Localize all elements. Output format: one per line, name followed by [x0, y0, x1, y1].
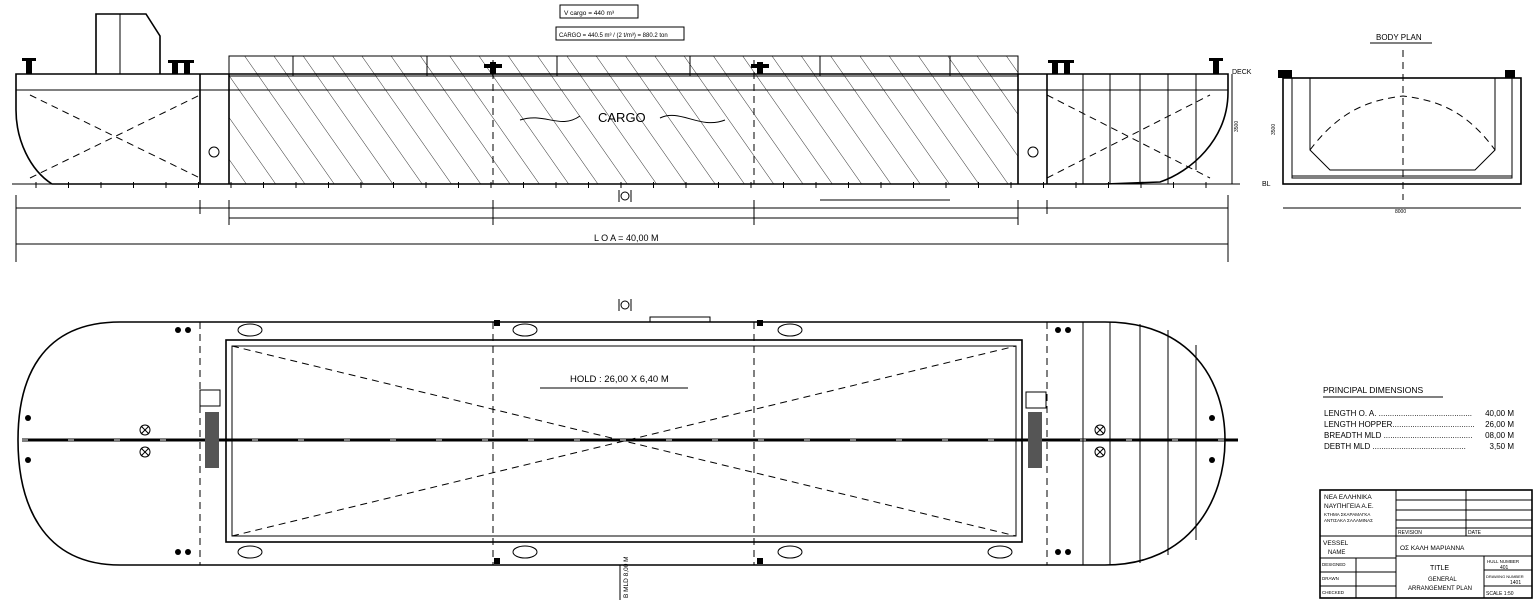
deck-label: DECK	[1232, 69, 1252, 76]
manhole-covers	[237, 323, 1013, 559]
baseline-label: BL	[1262, 181, 1271, 188]
profile-view: CARGO V cargo = 440 m³ CARGO = 440.5 m³ …	[12, 4, 1271, 262]
manhole-icon	[1027, 146, 1039, 158]
scale-label: SCALE 1:50	[1486, 591, 1514, 597]
designed-label: DESIGNED	[1322, 562, 1346, 567]
drawing-number: 1401	[1510, 580, 1521, 586]
principal-dimension-label: LENGTH HOPPER...........................…	[1324, 420, 1475, 429]
principal-dimension-label: DEBTH MLD ..............................…	[1324, 442, 1466, 451]
principal-dimension-value: 40,00 M	[1485, 409, 1514, 418]
principal-dimensions-title: PRINCIPAL DIMENSIONS	[1323, 385, 1423, 395]
cargo-box	[555, 26, 685, 41]
name-label: NAME	[1328, 550, 1345, 556]
principal-dimensions: PRINCIPAL DIMENSIONS LENGTH O. A. ......…	[1323, 385, 1514, 451]
midship-symbol-icon	[618, 190, 632, 202]
body-plan-title: BODY PLAN	[1376, 33, 1422, 42]
plan-hull-outline	[17, 321, 1226, 566]
hatch-coaming	[228, 55, 1019, 77]
hull-number: 401	[1500, 565, 1509, 571]
vessel-name: ΟΣ ΚΑΛΗ ΜΑΡΙΑΝΝΑ	[1400, 545, 1465, 552]
volume-box	[559, 4, 639, 19]
cargo-label: CARGO	[598, 110, 646, 125]
company-line4: ΑΝΤΙΣΑΚΑ ΣΑΛΑΜΙΝΑΣ	[1324, 518, 1373, 523]
body-plan-view: BODY PLAN 8000 3500	[1271, 33, 1522, 215]
title-label: TITLE	[1430, 565, 1449, 572]
ladder-aft	[205, 412, 219, 468]
loa-label: L O A = 40,00 M	[594, 233, 658, 243]
plan-view: HOLD : 26,00 X 6,40 M B MLD 8,00 M	[17, 299, 1238, 600]
drawing-number-label: DRAWING NUMBER	[1486, 574, 1524, 579]
principal-dimension-value: 08,00 M	[1485, 431, 1514, 440]
company-line2: ΝΑΥΠΗΓΕΙΑ Α.Ε.	[1324, 503, 1374, 510]
manhole-icon	[208, 146, 220, 158]
hold-label: HOLD : 26,00 X 6,40 M	[570, 374, 669, 385]
checked-label: CHECKED	[1322, 590, 1345, 595]
plan-bollards	[25, 320, 1215, 564]
title-line1: GENERAL	[1428, 577, 1457, 583]
revision-label: REVISION	[1398, 530, 1422, 536]
principal-dimension-value: 3,50 M	[1490, 442, 1515, 451]
depth-dimension: 3500	[1234, 121, 1240, 132]
principal-dimension-label: BREADTH MLD ............................…	[1324, 431, 1472, 440]
vent-icons	[139, 424, 1106, 458]
bollards	[22, 58, 1223, 74]
date-label: DATE	[1468, 530, 1482, 536]
company-line1: ΝΕΑ ΕΛΛΗΝΙΚΑ	[1324, 494, 1372, 501]
hull-number-label: HULL NUMBER	[1487, 559, 1520, 564]
principal-dimension-value: 26,00 M	[1485, 420, 1514, 429]
title-line2: ARRANGEMENT PLAN	[1408, 586, 1472, 592]
title-block: ΝΕΑ ΕΛΛΗΝΙΚΑ ΝΑΥΠΗΓΕΙΑ Α.Ε. ΚΤΗΜΑ ΣΚΑΡΑΜ…	[1319, 489, 1533, 599]
ladder-fore	[1028, 412, 1042, 468]
vessel-label: VESSEL	[1323, 540, 1349, 547]
profile-hull-outline	[15, 73, 1229, 185]
drawn-label: DRAWN	[1322, 576, 1339, 581]
plan-midship-symbol-icon	[618, 299, 632, 311]
cargo-capacity-text: CARGO = 440.5 m³ / (2 t/m³) = 880.2 ton	[559, 33, 668, 39]
deckhouse	[95, 13, 161, 74]
principal-dimension-label: LENGTH O. A. ...........................…	[1324, 409, 1472, 418]
breadth-label: B MLD 8,00 M	[623, 556, 630, 598]
volume-text: V cargo = 440 m³	[564, 10, 615, 17]
body-plan-breadth: 8000	[1395, 209, 1406, 215]
body-plan-depth: 3500	[1271, 124, 1277, 135]
cargo-hatch-area	[229, 76, 1018, 184]
company-line3: ΚΤΗΜΑ ΣΚΑΡΑΜΑΓΚΑ	[1324, 512, 1370, 517]
